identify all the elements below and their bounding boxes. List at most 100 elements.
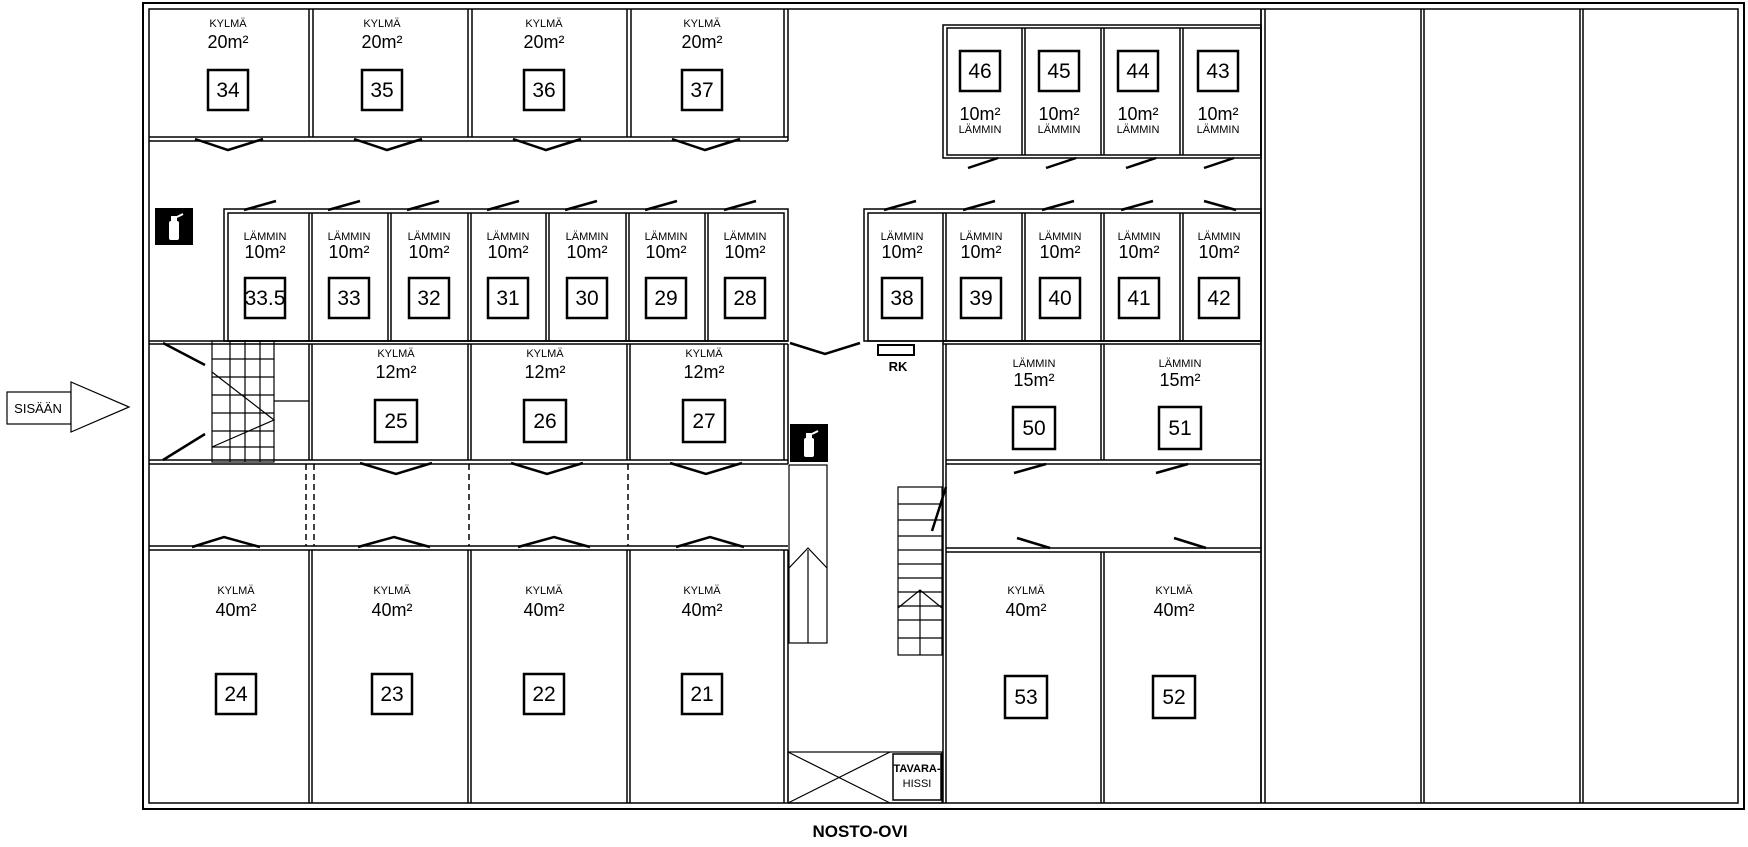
- unit-type-label: LÄMMIN: [724, 231, 767, 243]
- unit-area-label: 20m²: [523, 32, 564, 52]
- unit-area-label: 20m²: [681, 32, 722, 52]
- unit-number-box: [1197, 276, 1241, 320]
- unit-area-label: 20m²: [207, 32, 248, 52]
- unit-type-label: LÄMMIN: [566, 231, 609, 243]
- unit-number-box: [723, 276, 767, 320]
- stairs-icon: [211, 340, 309, 463]
- unit-number-box: [880, 276, 924, 320]
- unit-number: 21: [690, 683, 713, 706]
- unit-number: 27: [692, 410, 715, 433]
- unit-number-box: [644, 276, 688, 320]
- unit-type-label: LÄMMIN: [1159, 358, 1202, 370]
- unit-type-label: LÄMMIN: [1118, 231, 1161, 243]
- unit-type-label: KYLMÄ: [683, 585, 721, 597]
- doors: [162, 137, 1237, 550]
- unit-number: 26: [533, 410, 556, 433]
- unit-type-label: KYLMÄ: [377, 348, 415, 360]
- unit-area-label: 10m²: [724, 242, 765, 262]
- unit-number: 40: [1048, 287, 1071, 310]
- unit-number: 53: [1014, 686, 1037, 709]
- unit-area-label: 12m²: [683, 362, 724, 382]
- unit-type-label: KYLMÄ: [209, 18, 247, 30]
- unit-number-box: [360, 68, 404, 112]
- unit-number-box: [1196, 49, 1240, 93]
- unit-number-box: [522, 398, 568, 444]
- unit-number-box: [373, 398, 419, 444]
- unit-type-label: LÄMMIN: [959, 124, 1002, 136]
- unit-area-label: 10m²: [566, 242, 607, 262]
- unit-number: 33.5: [245, 287, 286, 310]
- unit-number-box: [1011, 405, 1057, 451]
- unit-number: 42: [1207, 287, 1230, 310]
- storage-unit-21: 21 KYLMÄ 40m²: [680, 585, 724, 716]
- unit-type-label: LÄMMIN: [328, 231, 371, 243]
- unit-area-label: 10m²: [408, 242, 449, 262]
- unit-area-label: 10m²: [645, 242, 686, 262]
- unit-number: 32: [417, 287, 440, 310]
- unit-number-box: [958, 49, 1002, 93]
- storage-unit-26: 26 KYLMÄ 12m²: [522, 348, 568, 444]
- unit-number: 52: [1162, 686, 1185, 709]
- unit-number-box: [681, 398, 727, 444]
- unit-number: 45: [1047, 60, 1070, 83]
- unit-number: 23: [380, 683, 403, 706]
- shelter-label: RK: [889, 359, 908, 374]
- unit-number: 22: [532, 683, 555, 706]
- unit-area-label: 10m²: [487, 242, 528, 262]
- unit-area-label: 10m²: [1198, 242, 1239, 262]
- storage-units: 34KYLMÄ20m²35KYLMÄ20m²36KYLMÄ20m²37KYLMÄ…: [206, 18, 1241, 720]
- unit-number: 30: [575, 287, 598, 310]
- unit-number-box: [1037, 49, 1081, 93]
- unit-number: 51: [1168, 417, 1191, 440]
- unit-type-label: KYLMÄ: [373, 585, 411, 597]
- unit-area-label: 15m²: [1159, 370, 1200, 390]
- unit-number-box: [565, 276, 609, 320]
- unit-number: 41: [1127, 287, 1150, 310]
- unit-area-label: 12m²: [524, 362, 565, 382]
- unit-type-label: KYLMÄ: [685, 348, 723, 360]
- unit-type-label: LÄMMIN: [1197, 124, 1240, 136]
- unit-type-label: KYLMÄ: [683, 18, 721, 30]
- unit-area-label: 10m²: [1117, 104, 1158, 124]
- unit-area-label: 10m²: [881, 242, 922, 262]
- storage-unit-27: 27 KYLMÄ 12m²: [681, 348, 727, 444]
- unit-number-box: [1116, 49, 1160, 93]
- unit-area-label: 10m²: [328, 242, 369, 262]
- unit-type-label: KYLMÄ: [526, 348, 564, 360]
- unit-number-box: [1117, 276, 1161, 320]
- fire-extinguisher-icon: [790, 424, 828, 462]
- unit-area-label: 10m²: [1118, 242, 1159, 262]
- unit-type-label: LÄMMIN: [487, 231, 530, 243]
- arrow-right-icon: [6, 381, 131, 433]
- unit-type-label: LÄMMIN: [960, 231, 1003, 243]
- unit-number-box: [486, 276, 530, 320]
- unit-area-label: 10m²: [1038, 104, 1079, 124]
- unit-area-label: 40m²: [681, 600, 722, 620]
- unit-area-label: 12m²: [375, 362, 416, 382]
- unit-number-box: [243, 276, 287, 320]
- unit-type-label: KYLMÄ: [525, 18, 563, 30]
- bottom-door-label: NOSTO-OVI: [812, 822, 907, 841]
- unit-number-box: [522, 672, 566, 716]
